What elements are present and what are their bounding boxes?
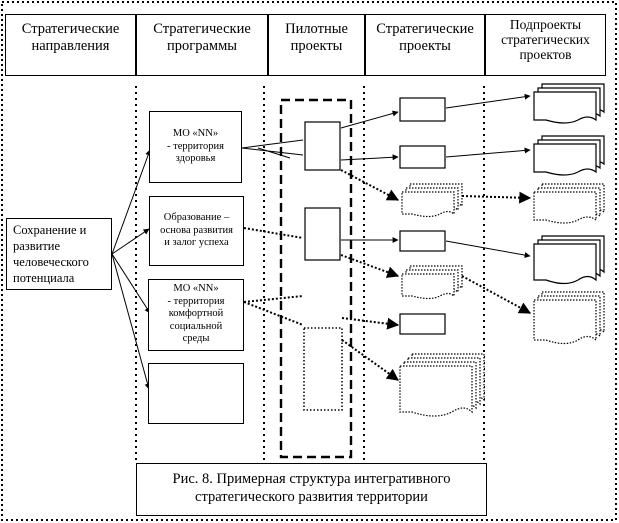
program-box-health: МО «NN» - территория здоровья bbox=[149, 111, 242, 183]
program-box-social-environment: МО «NN» - территория комфортной социальн… bbox=[148, 279, 244, 351]
header-strategic-projects: Стратегические проекты bbox=[365, 14, 485, 76]
program-health-label: МО «NN» - территория здоровья bbox=[167, 128, 224, 165]
arrow-pilot1-to-project1 bbox=[340, 110, 399, 129]
pilot-project-box bbox=[304, 121, 341, 171]
arrow-pilot3-to-project7 bbox=[341, 339, 399, 381]
subproject-stack bbox=[533, 235, 605, 285]
header-strategic-programs: Стратегические программы bbox=[136, 14, 268, 76]
pilot-project-box-planned bbox=[303, 327, 343, 411]
subproject-stack-planned bbox=[533, 291, 605, 345]
header-strategic-programs-label: Стратегические программы bbox=[153, 21, 251, 54]
strategic-project-stack-planned-large bbox=[399, 353, 485, 417]
subproject-stack bbox=[533, 83, 605, 124]
program-social-environment-label: МО «NN» - территория комфортной социальн… bbox=[167, 283, 225, 344]
strategic-project-box bbox=[399, 145, 446, 169]
connector-program3-pilot3 bbox=[243, 301, 304, 326]
arrow-direction-to-program-3 bbox=[111, 253, 151, 314]
strategic-project-box bbox=[399, 313, 446, 335]
connector-program1-pilot1 bbox=[241, 147, 304, 156]
connector-program1-pilot1 bbox=[241, 139, 304, 149]
header-pilot-projects: Пилотные проекты bbox=[268, 14, 365, 76]
arrow-direction-to-program-4 bbox=[111, 253, 151, 390]
figure-caption-line-1: Рис. 8. Примерная структура интегративно… bbox=[172, 471, 451, 487]
arrow-project5-to-subproject bbox=[461, 275, 532, 314]
program-box-education: Образование – основа развития и залог ус… bbox=[149, 196, 244, 266]
figure-caption: Рис. 8. Примерная структура интегративно… bbox=[136, 463, 487, 516]
arrow-project3-to-subproject bbox=[461, 191, 532, 204]
subproject-stack-planned bbox=[533, 183, 605, 224]
figure-caption-line-2: стратегического развития территории bbox=[195, 489, 428, 505]
strategic-direction-box: Сохранение и развитие человеческого поте… bbox=[6, 218, 112, 290]
arrow-project4-to-subproject bbox=[445, 240, 531, 259]
arrow-pilot2-to-project5 bbox=[340, 254, 400, 278]
strategic-project-stack-planned bbox=[401, 183, 463, 218]
header-subprojects-label: Подпроекты стратегических проектов bbox=[501, 17, 590, 62]
header-subprojects: Подпроекты стратегических проектов bbox=[485, 14, 606, 76]
pilot-projects-dashed-container bbox=[279, 98, 353, 459]
arrow-project1-to-subproject bbox=[445, 93, 531, 109]
strategic-project-box bbox=[399, 97, 446, 122]
connector-program3-pilot3 bbox=[243, 295, 304, 303]
strategic-project-stack-planned bbox=[401, 265, 463, 300]
header-strategic-projects-label: Стратегические проекты bbox=[376, 21, 474, 54]
arrow-direction-to-program-2 bbox=[111, 228, 150, 255]
arrow-direction-to-program-1 bbox=[111, 149, 151, 255]
header-pilot-projects-label: Пилотные проекты bbox=[285, 21, 348, 54]
arrow-pilot1-to-project3 bbox=[340, 169, 400, 201]
pilot-project-box bbox=[304, 207, 341, 261]
program-box-empty bbox=[148, 363, 244, 424]
strategic-project-box bbox=[399, 230, 446, 252]
strategic-direction-label: Сохранение и развитие человеческого поте… bbox=[13, 223, 89, 285]
header-strategic-directions-label: Стратегические направления bbox=[21, 21, 120, 54]
connector-program1-pilot1 bbox=[257, 147, 291, 159]
arrow-pilot1-to-project2 bbox=[340, 154, 399, 161]
arrow-pilot3-to-project6 bbox=[341, 317, 400, 330]
header-strategic-directions: Стратегические направления bbox=[5, 14, 136, 76]
connector-program2-pilot2 bbox=[243, 227, 304, 239]
subproject-stack bbox=[533, 135, 605, 176]
program-education-label: Образование – основа развития и залог ус… bbox=[160, 212, 233, 249]
arrow-project2-to-subproject bbox=[445, 147, 531, 158]
